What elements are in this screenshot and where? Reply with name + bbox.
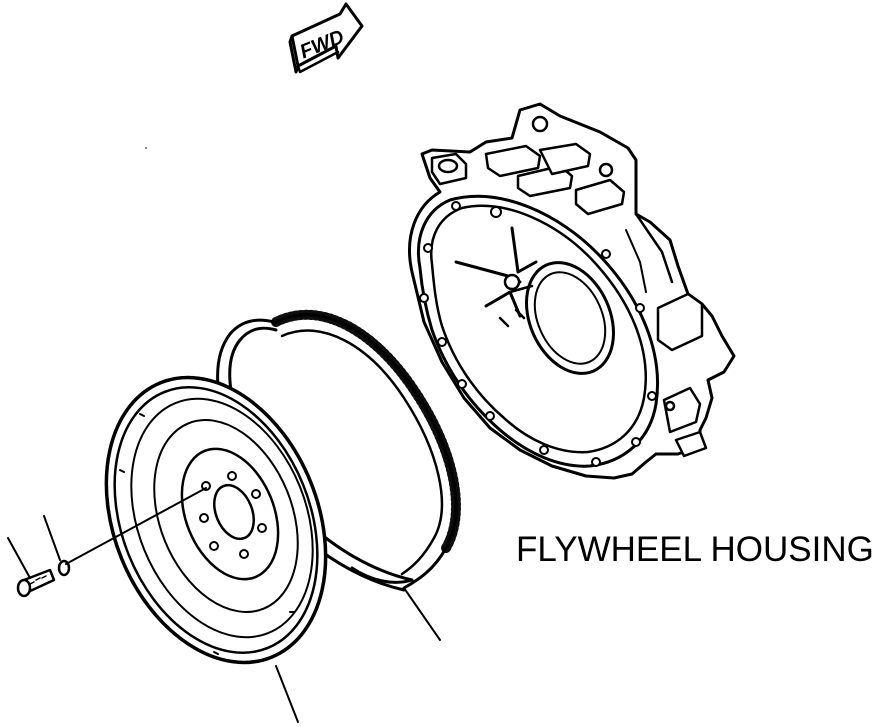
leader-lines	[7, 487, 441, 723]
flywheel	[104, 375, 328, 665]
flywheel-housing-label: FLYWHEEL HOUSING	[516, 530, 874, 569]
fwd-arrow-icon: FWD	[288, 2, 364, 74]
mounting-bolt	[16, 568, 56, 598]
flywheel-housing	[408, 102, 736, 480]
ring-gear	[271, 309, 461, 590]
